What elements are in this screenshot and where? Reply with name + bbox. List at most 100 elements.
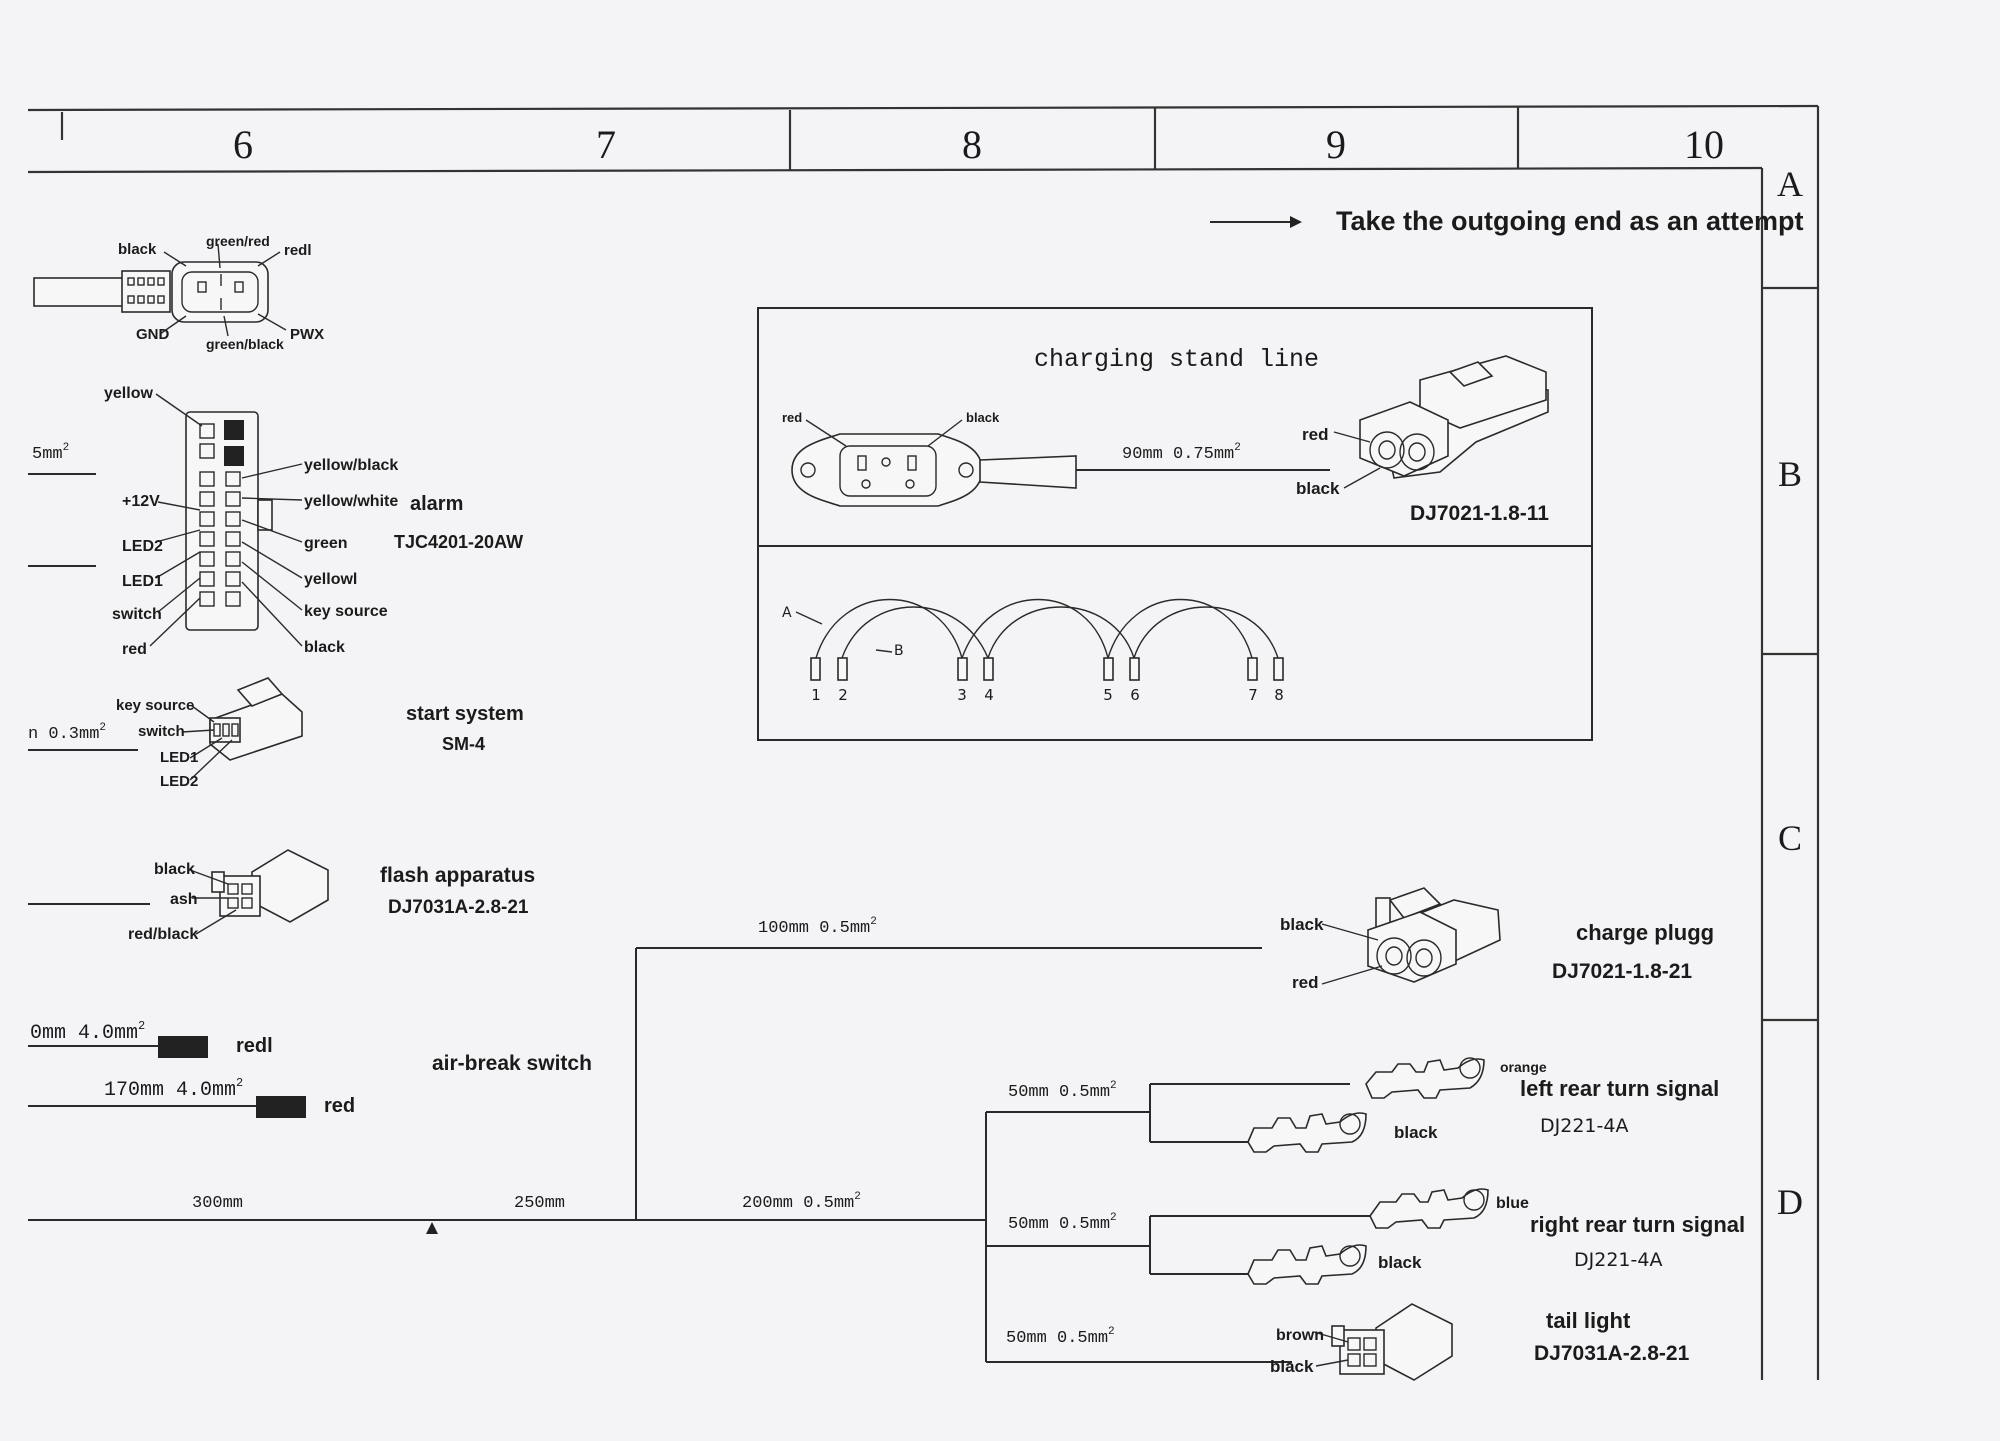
main-line-seg1-length: 300mm — [192, 1194, 243, 1213]
alarm-pin-yellow-white: yellow/white — [304, 493, 398, 510]
charge-plug-red: red — [1292, 973, 1318, 992]
column-9-label: 9 — [1326, 122, 1346, 167]
tail-light-connector — [1313, 1303, 1453, 1381]
start-system-pin-key-source: key source — [116, 697, 194, 714]
row-c-label: C — [1778, 818, 1802, 858]
charging-stand-left-black: black — [966, 410, 1000, 425]
flash-apparatus-name: flash apparatus — [380, 864, 535, 887]
pin-number-7: 7 — [1248, 686, 1258, 704]
column-8-label: 8 — [962, 122, 982, 167]
right-turn-wire-size: 50mm 0.5mm2 — [1008, 1212, 1117, 1234]
pin-number-8: 8 — [1274, 686, 1284, 704]
charging-stand-right-red: red — [1302, 425, 1328, 444]
tail-light-color-brown: brown — [1276, 1327, 1324, 1344]
alarm-part-number: TJC4201-20AW — [394, 532, 523, 552]
flash-apparatus-connector — [28, 849, 329, 935]
air-break-wires — [28, 1036, 306, 1118]
charging-stand-part-number: DJ7021-1.8-11 — [1410, 502, 1549, 525]
flash-pin-red-black: red/black — [128, 926, 198, 943]
tail-light-wire-size: 50mm 0.5mm2 — [1006, 1326, 1115, 1348]
alarm-pin-switch: switch — [112, 606, 162, 623]
alarm-pin-12v: +12V — [122, 493, 160, 510]
row-d-label: D — [1777, 1182, 1803, 1222]
left-turn-wire-size: 50mm 0.5mm2 — [1008, 1080, 1117, 1102]
left-turn-color-black: black — [1394, 1123, 1438, 1142]
pin-number-3: 3 — [957, 686, 967, 704]
charge-plug-name: charge plugg — [1576, 920, 1714, 945]
start-system-name: start system — [406, 703, 524, 725]
air-break-wire1-color: redl — [236, 1035, 273, 1057]
left-turn-terminals — [1247, 1057, 1485, 1153]
flash-apparatus-part-number: DJ7031A-2.8-21 — [388, 897, 529, 918]
top-connector-green-black-label: green/black — [206, 336, 284, 352]
alarm-left-wire-size: 5mm2 — [32, 442, 69, 464]
top-connector-green-red-label: green/red — [206, 233, 270, 249]
top-connector-red1-label: redl — [284, 242, 312, 259]
right-turn-name: right rear turn signal — [1530, 1212, 1745, 1237]
air-break-switch-name: air-break switch — [432, 1052, 592, 1075]
alarm-pin-yellowl: yellowl — [304, 571, 357, 588]
start-system-pin-led2: LED2 — [160, 773, 198, 790]
alarm-pin-yellow: yellow — [104, 385, 153, 402]
top-connector-pwm-label: PWX — [290, 326, 324, 343]
alarm-pin-led2: LED2 — [122, 538, 163, 555]
flash-pin-black: black — [154, 861, 195, 878]
top-connector-gnd-label: GND — [136, 326, 170, 343]
start-system-pin-switch: switch — [138, 723, 185, 740]
alarm-connector — [28, 393, 303, 647]
alarm-pin-led1: LED1 — [122, 573, 163, 590]
air-break-wire1-size: 0mm 4.0mm2 — [30, 1019, 145, 1045]
loop-label-a: A — [782, 605, 792, 621]
right-turn-color-blue: blue — [1496, 1195, 1529, 1212]
attempt-note: Take the outgoing end as an attempt — [1210, 206, 1804, 236]
charging-stand-right-black: black — [1296, 479, 1340, 498]
loop-label-b: B — [894, 643, 904, 659]
tail-light-color-black: black — [1270, 1357, 1314, 1376]
right-turn-part-number: DJ221-4A — [1574, 1249, 1662, 1271]
start-system-pin-led1: LED1 — [160, 749, 198, 766]
main-line-seg2-length: 250mm — [514, 1194, 565, 1213]
top-connector — [33, 243, 287, 337]
charging-stand-title: charging stand line — [1034, 345, 1319, 374]
charging-stand-left-red: red — [782, 410, 802, 425]
start-system-part-number: SM-4 — [442, 734, 485, 754]
pin-number-1: 1 — [811, 686, 821, 704]
row-b-label: B — [1778, 454, 1802, 494]
pin-number-2: 2 — [838, 686, 848, 704]
alarm-pin-red: red — [122, 641, 147, 658]
charge-plug-part-number: DJ7021-1.8-21 — [1552, 960, 1692, 983]
charging-stand-pin-loops — [795, 599, 1284, 681]
alarm-pin-yellow-black: yellow/black — [304, 457, 398, 474]
alarm-pin-key-source: key source — [304, 603, 388, 620]
air-break-wire2-size: 170mm 4.0mm2 — [104, 1076, 243, 1102]
row-a-label: A — [1777, 164, 1803, 204]
start-system-wire-size: n 0.3mm2 — [28, 722, 106, 744]
charge-plug — [636, 887, 1501, 985]
column-6-label: 6 — [233, 122, 253, 167]
tail-light-part-number: DJ7031A-2.8-21 — [1534, 1342, 1690, 1365]
top-connector-black-label: black — [118, 241, 157, 258]
column-7-label: 7 — [596, 122, 616, 167]
pin-number-6: 6 — [1130, 686, 1140, 704]
main-line-seg3-size: 200mm 0.5mm2 — [742, 1191, 861, 1213]
attempt-note-text: Take the outgoing end as an attempt — [1336, 206, 1804, 236]
right-turn-color-black: black — [1378, 1253, 1422, 1272]
pin-number-4: 4 — [984, 686, 994, 704]
main-harness-line — [28, 948, 1370, 1363]
left-turn-color-orange: orange — [1500, 1059, 1547, 1075]
left-turn-part-number: DJ221-4A — [1540, 1115, 1628, 1137]
left-turn-name: left rear turn signal — [1520, 1076, 1719, 1101]
alarm-pin-green: green — [304, 535, 348, 552]
right-turn-terminals — [1247, 1188, 1489, 1285]
charge-plug-wire-size: 100mm 0.5mm2 — [758, 916, 877, 938]
air-break-wire2-color: red — [324, 1095, 355, 1117]
charge-plug-black: black — [1280, 915, 1324, 934]
alarm-pin-black: black — [304, 639, 345, 656]
tail-light-name: tail light — [1546, 1308, 1631, 1333]
pin-number-5: 5 — [1103, 686, 1113, 704]
column-10-label: 10 — [1684, 122, 1724, 167]
drawing-frame — [27, 104, 1820, 1380]
start-system-connector — [28, 677, 303, 781]
flash-pin-ash: ash — [170, 891, 198, 908]
